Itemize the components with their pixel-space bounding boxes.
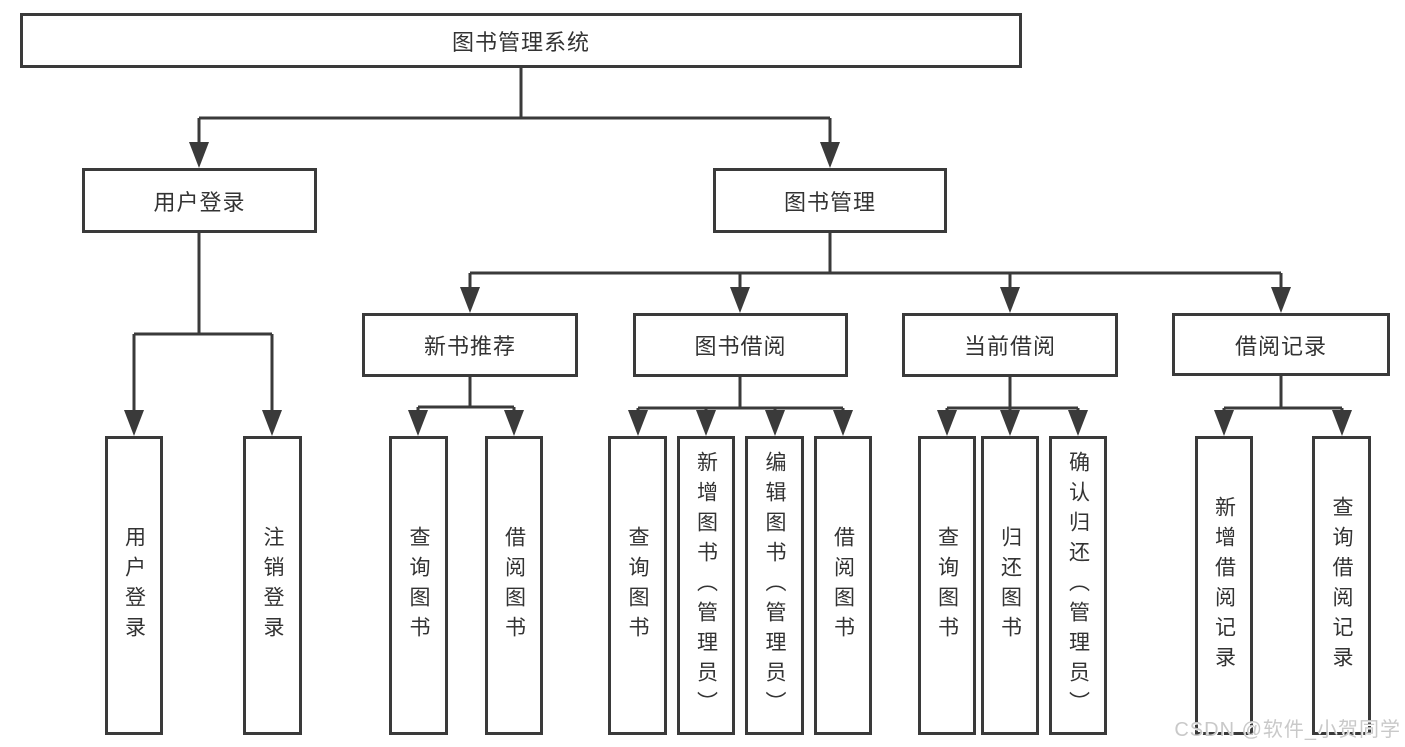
connector-login-to-children: [132, 233, 274, 420]
node-current-borrowing: 当前借阅: [902, 313, 1118, 377]
arrowheads-login-children: [124, 410, 282, 436]
node-query-books-recommend: 查询图书: [389, 436, 448, 735]
connector-borrow-to-children: [636, 377, 845, 420]
arrowheads-level3: [460, 287, 1291, 313]
node-book-borrowing: 图书借阅: [633, 313, 848, 377]
node-borrow-book-recommend: 借阅图书: [485, 436, 543, 735]
node-edit-book-admin: 编辑图书（管理员）: [745, 436, 804, 735]
node-add-book-admin: 新增图书（管理员）: [677, 436, 735, 735]
node-user-login: 用户登录: [82, 168, 317, 233]
node-add-borrow-record: 新增借阅记录: [1195, 436, 1253, 735]
connector-records-to-children: [1222, 375, 1344, 420]
node-borrow-book-leaf: 借阅图书: [814, 436, 872, 735]
node-confirm-return-admin: 确认归还（管理员）: [1049, 436, 1107, 735]
node-query-books-borrow: 查询图书: [608, 436, 667, 735]
node-root: 图书管理系统: [20, 13, 1022, 68]
node-query-borrow-record: 查询借阅记录: [1312, 436, 1371, 735]
connector-mgmt-to-level3: [468, 233, 1283, 295]
node-user-login-leaf: 用户登录: [105, 436, 163, 735]
node-borrowing-records: 借阅记录: [1172, 313, 1390, 376]
node-query-books-current: 查询图书: [918, 436, 976, 735]
node-book-management: 图书管理: [713, 168, 947, 233]
node-return-book: 归还图书: [981, 436, 1039, 735]
node-new-book-recommend: 新书推荐: [362, 313, 578, 377]
arrowheads-level4: [408, 410, 1352, 436]
connector-newbook-to-children: [416, 377, 516, 420]
node-logout-leaf: 注销登录: [243, 436, 302, 735]
connector-root-to-level2: [197, 68, 832, 150]
watermark: CSDN @软件_小贺同学: [1174, 719, 1401, 741]
arrowheads-level2: [189, 142, 840, 168]
